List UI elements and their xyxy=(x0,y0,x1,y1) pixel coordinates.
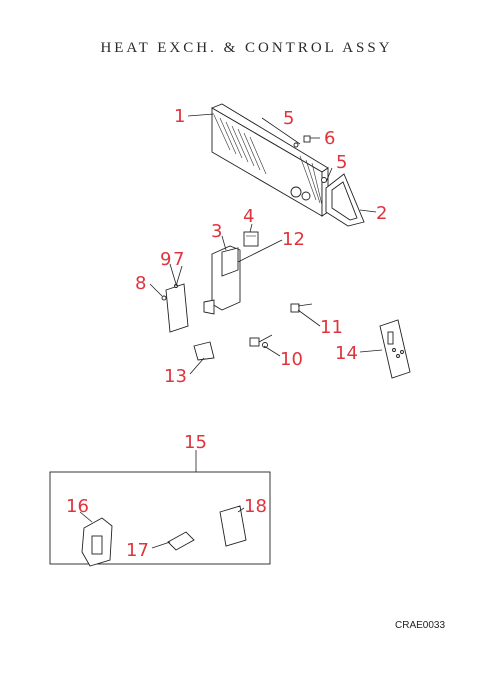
manual-part xyxy=(219,505,247,547)
callout-16: 16 xyxy=(66,496,89,517)
callout-18: 18 xyxy=(244,496,267,517)
callout-17: 17 xyxy=(126,540,149,561)
callout-9: 9 xyxy=(160,249,171,270)
callout-5-top: 5 xyxy=(283,108,294,129)
control-box-part xyxy=(203,245,241,315)
callout-15: 15 xyxy=(184,432,207,453)
sensor-part xyxy=(249,303,313,348)
leader-lines xyxy=(79,113,383,549)
callout-11: 11 xyxy=(320,317,343,338)
battery-part xyxy=(167,531,195,551)
callout-7: 7 xyxy=(173,249,184,270)
callout-6: 6 xyxy=(324,128,335,149)
cover-plate-part xyxy=(161,283,189,333)
switch-part xyxy=(243,231,259,247)
callout-8: 8 xyxy=(135,273,146,294)
callouts: 1 5 6 5 2 4 3 12 9 7 8 11 14 10 13 15 16… xyxy=(66,106,387,561)
callout-4: 4 xyxy=(243,206,254,227)
callout-5-right: 5 xyxy=(336,152,347,173)
remote-controller-part xyxy=(379,319,411,379)
callout-1: 1 xyxy=(174,106,185,127)
diagram-title: HEAT EXCH. & CONTROL ASSY xyxy=(100,40,393,56)
callout-12: 12 xyxy=(282,229,305,250)
callout-2: 2 xyxy=(376,203,387,224)
heat-exchanger-part xyxy=(210,103,329,217)
fitting-part xyxy=(293,135,327,183)
bracket-part xyxy=(193,341,215,361)
callout-14: 14 xyxy=(335,343,358,364)
drawing-code: CRAE0033 xyxy=(395,620,446,631)
callout-13: 13 xyxy=(164,366,187,387)
callout-3: 3 xyxy=(211,221,222,242)
holder-part xyxy=(81,517,113,567)
pipe-loop-part xyxy=(325,173,365,227)
callout-10: 10 xyxy=(280,349,303,370)
